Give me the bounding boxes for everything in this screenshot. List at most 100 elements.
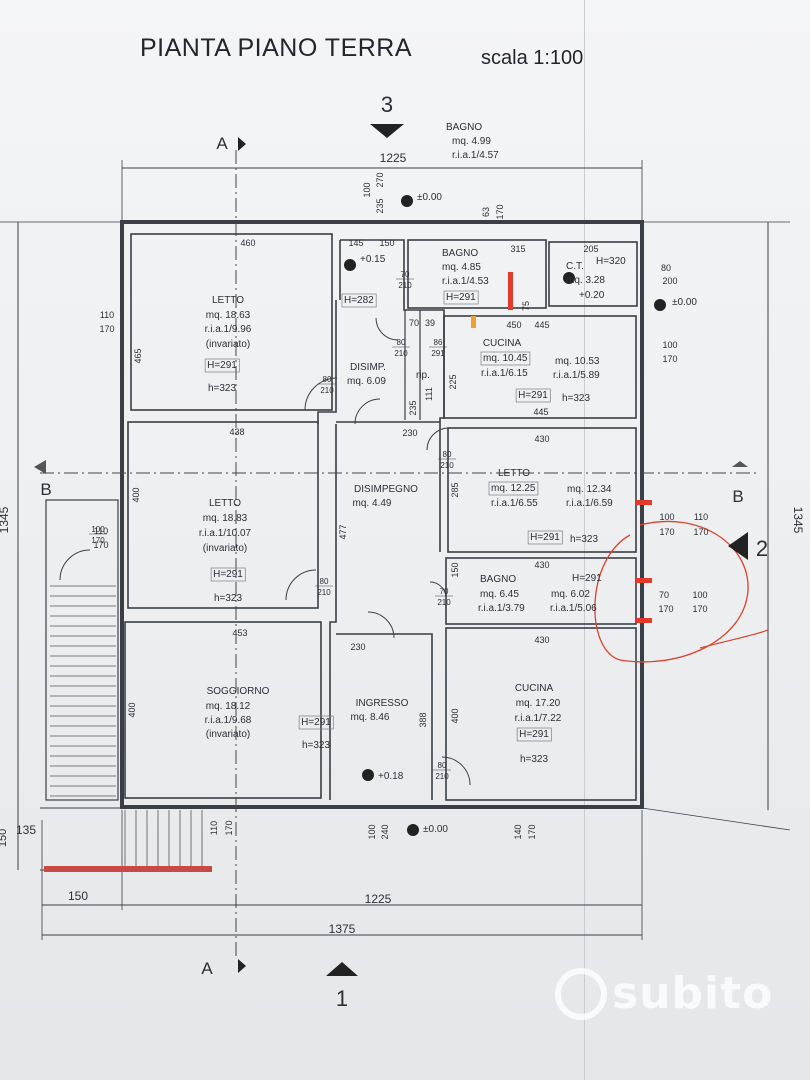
plan-label: 438 [229,427,244,437]
plan-title: PIANTA PIANO TERRA [140,34,413,62]
door-size-label: 70 [401,270,410,279]
plan-label: (invariato) [206,729,250,740]
plan-label: 150 [379,238,394,248]
plan-label: 100 [367,824,377,839]
plan-label: h=323 [214,593,243,604]
plan-label: mq. 12.25 [491,483,536,494]
room-name-soggiorno: SOGGIORNO [207,686,270,697]
room-name-cucina-1: CUCINA [483,338,522,349]
plan-label: r.i.a.1/7.22 [515,713,562,724]
door-size-label: 86 [434,338,443,347]
plan-label: H=291 [518,390,548,401]
plan-label: r.i.a.1/4.57 [452,150,499,161]
level-right: ±0.00 [672,297,697,308]
plan-label: mq. 8.46 [351,712,390,723]
section-b-left: B [40,480,51,499]
plan-label: r.i.a.1/5.89 [553,370,600,381]
plan-label: 460 [240,238,255,248]
plan-label: r.i.a.1/4.53 [442,276,489,287]
door-size-label: 80 [323,375,332,384]
plan-label: (invariato) [206,339,250,350]
plan-label: 430 [534,434,549,444]
plan-label: r.i.a.1/3.79 [478,603,525,614]
plan-label: 235 [408,400,418,415]
plan-label: 400 [450,708,460,723]
plan-label: r.i.a.1/6.15 [481,368,528,379]
plan-label: 230 [350,642,365,652]
plan-label: 200 [662,276,677,286]
plan-label: mq. 3.28 [566,275,605,286]
level-bottom: ±0.00 [423,824,448,835]
plan-label: 170 [658,604,673,614]
plan-label: 111 [424,387,434,401]
room-name-disimp: DISIMP. [350,362,386,373]
plan-label: mq. 4.85 [442,262,481,273]
plan-label: H=291 [301,717,331,728]
view-3-arrow-icon [370,124,404,138]
plan-label: 225 [448,374,458,389]
plan-label: mq. 6.45 [480,589,519,600]
label-box [516,727,552,742]
door-size-label: 291 [431,349,445,358]
plan-label: 100 [659,512,674,522]
plan-label: mq. 12.34 [567,484,612,495]
dim-bottom-left-small: 135 [16,823,36,837]
view-marker-2: 2 [756,536,768,561]
red-marker-window-1 [636,500,652,505]
plan-label: h=323 [208,383,237,394]
watermark: subito [612,968,774,1019]
plan-label: mq. 17.20 [516,698,561,709]
plan-label: 453 [232,628,247,638]
red-marker-window-2 [636,578,652,583]
plan-label: 285 [450,482,460,497]
room-ct [548,241,638,307]
plan-label: H=282 [344,295,374,306]
plan-label: r.i.a.1/10.07 [199,528,252,539]
plan-label: 110 [209,821,219,835]
plan-label: mq. 4.99 [452,136,491,147]
plan-label: 75 [521,301,531,311]
dim-bottom-inner: 1225 [365,892,392,906]
plan-label: 170 [93,540,108,550]
handwritten-circle [594,520,749,663]
dim-top-total: 1225 [380,151,407,165]
door-size-label: 80 [438,761,447,770]
plan-label: H=291 [446,292,476,303]
room-letto-3 [447,427,637,553]
stair-treads [50,585,203,866]
room-name-letto-3: LETTO [498,468,530,479]
level-top-left: +0.15 [360,254,386,265]
paper-fold [584,0,585,1080]
plan-label: 170 [99,324,114,334]
room-name-bagno-2: BAGNO [480,574,516,585]
plan-label: 80 [661,263,671,273]
door-size-label: 210 [398,281,412,290]
plan-label: 170 [693,527,708,537]
label-box [210,567,246,582]
plan-label: 140 [513,824,523,839]
plan-label: mq. 10.45 [483,353,528,364]
plan-scale: scala 1:100 [481,47,584,69]
plan-label: mq. 4.49 [353,498,392,509]
door-size-label: 210 [440,461,454,470]
room-letto-1 [130,233,333,411]
door-size-label: 80 [397,338,406,347]
plan-label: 110 [694,512,708,522]
plan-label: 388 [418,712,428,727]
red-marker-stairs [44,866,212,872]
door-size-label: 80 [443,450,452,459]
plan-label: mq. 18.12 [206,701,251,712]
plan-label: 445 [533,407,548,417]
plan-label: 400 [131,487,141,502]
room-cucina-1 [443,315,637,419]
plan-label: 170 [527,824,537,839]
room-soggiorno [124,621,322,799]
door-size-label: 80 [320,577,329,586]
room-name-ct: C.T. [566,261,584,272]
plan-label: 205 [583,244,598,254]
door-swings [59,317,471,786]
plan-label: 230 [402,428,417,438]
